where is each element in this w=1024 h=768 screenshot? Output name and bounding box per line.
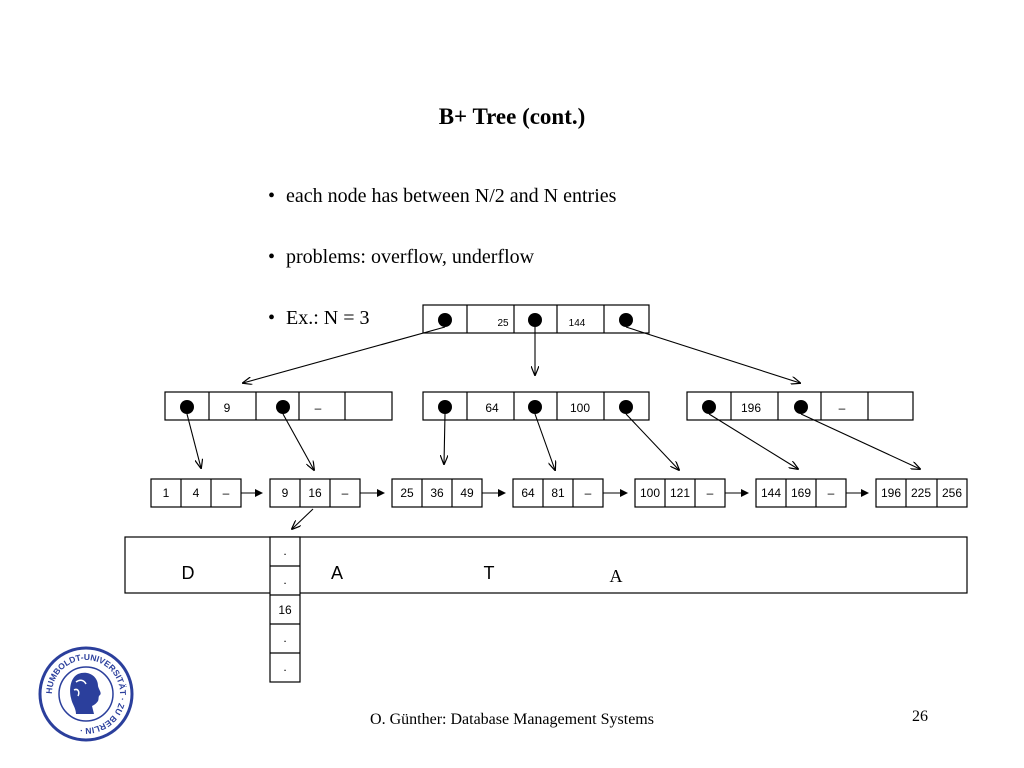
tree-edges-leaves bbox=[186, 413, 920, 470]
b-plus-tree-diagram: 25 144 9 – 64 100 196 – bbox=[124, 304, 968, 683]
data-label-letter: A bbox=[331, 563, 343, 583]
footer-citation: O. Günther: Database Management Systems bbox=[370, 711, 654, 728]
bullet-text: Ex.: N = 3 bbox=[286, 307, 370, 329]
pointer-dot bbox=[180, 400, 194, 414]
internal-node-2 bbox=[422, 391, 650, 421]
university-seal-logo: HUMBOLDT-UNIVERSITÄT · ZU BERLIN · bbox=[38, 646, 134, 742]
leaf-key: – bbox=[223, 486, 230, 500]
leaf-node-7 bbox=[875, 478, 968, 508]
internal-node-3 bbox=[686, 391, 914, 421]
data-record-cell: . bbox=[283, 544, 286, 558]
leaf-key: 121 bbox=[670, 486, 690, 500]
leaf-key: – bbox=[828, 486, 835, 500]
pointer-dot bbox=[438, 400, 452, 414]
internal-key: 64 bbox=[485, 401, 499, 415]
pointer-dot bbox=[438, 313, 452, 327]
leaf-key: 256 bbox=[942, 486, 962, 500]
leaf-key: 1 bbox=[163, 486, 170, 500]
profile-portrait-icon bbox=[70, 672, 101, 714]
bullet-example: •Ex.: N = 3 bbox=[268, 307, 370, 329]
leaf-key: – bbox=[707, 486, 714, 500]
pointer-dot bbox=[276, 400, 290, 414]
leaf-key: 144 bbox=[761, 486, 781, 500]
internal-key: – bbox=[839, 401, 846, 415]
pointer-dot bbox=[619, 313, 633, 327]
internal-key: 100 bbox=[570, 401, 590, 415]
data-area bbox=[124, 536, 968, 594]
root-key: 25 bbox=[497, 318, 509, 329]
leaf-key: 100 bbox=[640, 486, 660, 500]
data-record-cell: . bbox=[283, 573, 286, 587]
data-record-cell: 16 bbox=[278, 603, 292, 617]
pointer-dot bbox=[794, 400, 808, 414]
internal-key: 9 bbox=[224, 401, 231, 415]
leaf-key: 196 bbox=[881, 486, 901, 500]
leaf-key: 49 bbox=[460, 486, 474, 500]
leaf-key: 9 bbox=[282, 486, 289, 500]
leaf-key: 4 bbox=[193, 486, 200, 500]
leaf-key: – bbox=[342, 486, 349, 500]
pointer-dot bbox=[619, 400, 633, 414]
bullet-node-entries: •each node has between N/2 and N entries bbox=[268, 185, 617, 207]
slide-title: B+ Tree (cont.) bbox=[438, 104, 586, 129]
leaf-key: 25 bbox=[400, 486, 414, 500]
bullet-text: problems: overflow, underflow bbox=[286, 246, 535, 268]
tree-edges-root bbox=[243, 326, 800, 383]
page-number: 26 bbox=[912, 708, 928, 725]
leaf-to-data-arrow bbox=[292, 508, 314, 529]
root-node bbox=[422, 304, 650, 334]
data-label-letter: T bbox=[484, 563, 495, 583]
pointer-dot bbox=[528, 313, 542, 327]
data-label-letter: A bbox=[610, 566, 623, 586]
data-record-cell: . bbox=[283, 660, 286, 674]
data-record-column bbox=[269, 536, 301, 683]
internal-key: 196 bbox=[741, 401, 761, 415]
leaf-key: 36 bbox=[430, 486, 444, 500]
root-key: 144 bbox=[569, 318, 586, 329]
internal-key: – bbox=[315, 401, 322, 415]
pointer-dot bbox=[528, 400, 542, 414]
pointer-dot bbox=[702, 400, 716, 414]
leaf-key: 16 bbox=[308, 486, 322, 500]
bullet-text: each node has between N/2 and N entries bbox=[286, 185, 617, 207]
leaf-key: 225 bbox=[911, 486, 931, 500]
data-record-cell: . bbox=[283, 631, 286, 645]
leaf-key: 81 bbox=[551, 486, 565, 500]
leaf-key: – bbox=[585, 486, 592, 500]
data-label-letter: D bbox=[182, 563, 195, 583]
leaf-key: 169 bbox=[791, 486, 811, 500]
internal-node-1 bbox=[164, 391, 393, 421]
bullet-problems: •problems: overflow, underflow bbox=[268, 246, 535, 268]
leaf-key: 64 bbox=[521, 486, 535, 500]
